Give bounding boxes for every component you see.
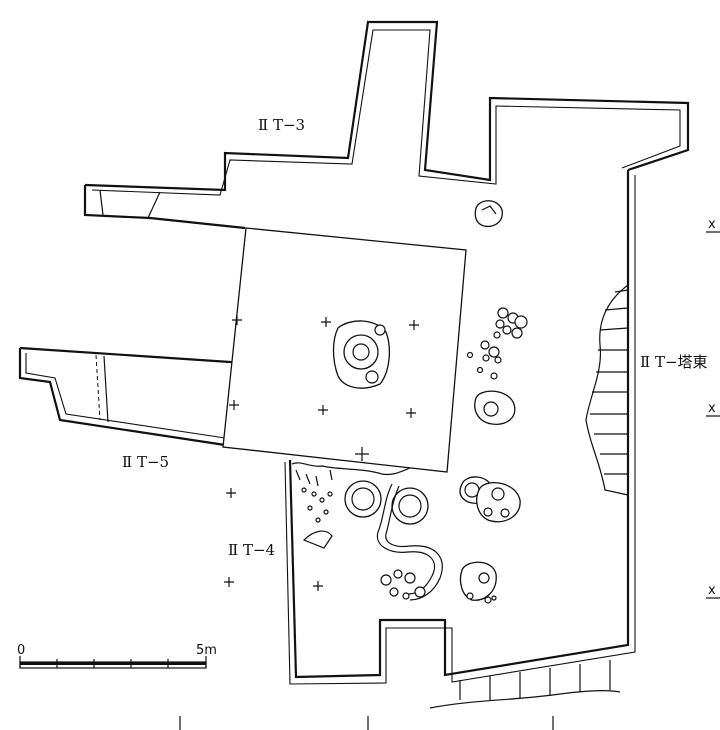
survey-crosses [224,315,419,591]
edge-marks: x x x [706,217,720,599]
label-trench-4: Ⅱ T−4 [228,541,275,559]
edge-mark-3: x [708,583,716,598]
scale-start-label: 0 [17,643,25,658]
trench-5-outline [18,346,246,447]
south-bank-lines [179,660,621,730]
trench-4-features [291,462,443,601]
label-tower-east: Ⅱ T−塔東 [640,353,708,371]
edge-mark-2: x [708,401,716,416]
label-trench-5: Ⅱ T−5 [122,453,169,471]
central-foundation-stone [332,320,391,389]
trench-tower-east-outline [284,170,636,685]
scale-bar: 0 5m [17,643,217,669]
edge-mark-1: x [708,217,716,232]
stone-features [459,200,528,604]
label-trench-3: Ⅱ T−3 [258,116,305,134]
scale-end-label: 5m [196,643,217,658]
trench-3-outline [83,20,690,230]
